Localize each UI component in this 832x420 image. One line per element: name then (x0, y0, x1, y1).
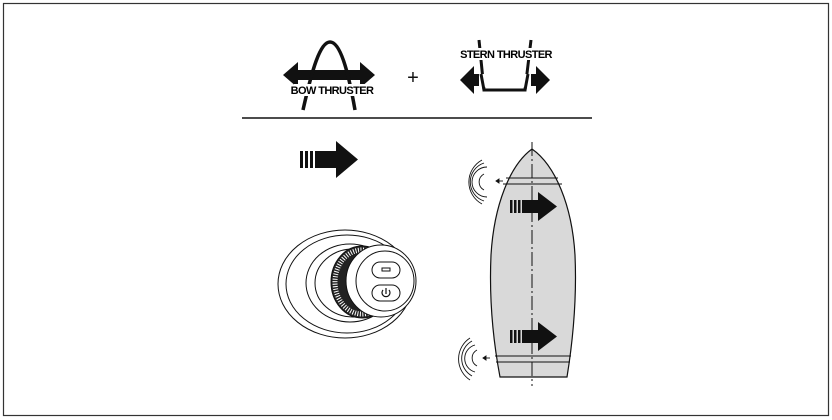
stern-thruster-sound-waves-icon (458, 337, 490, 381)
plus-sign: + (407, 67, 419, 89)
joystick-power-button (371, 284, 401, 302)
stern-thruster-icon: STERN THRUSTER (460, 39, 553, 94)
bow-thrust-arrow-icon (510, 192, 557, 221)
bow-thruster-sound-waves-icon (468, 159, 503, 205)
stern-thruster-label: STERN THRUSTER (460, 49, 552, 61)
stern-thrust-arrow-icon (510, 322, 557, 351)
joystick-top-button (371, 261, 401, 279)
joystick-control-icon (277, 229, 417, 339)
direction-arrow-right-icon (300, 141, 358, 178)
bow-thruster-icon: BOW THRUSTER (283, 40, 375, 111)
bow-thruster-label: BOW THRUSTER (291, 85, 374, 97)
